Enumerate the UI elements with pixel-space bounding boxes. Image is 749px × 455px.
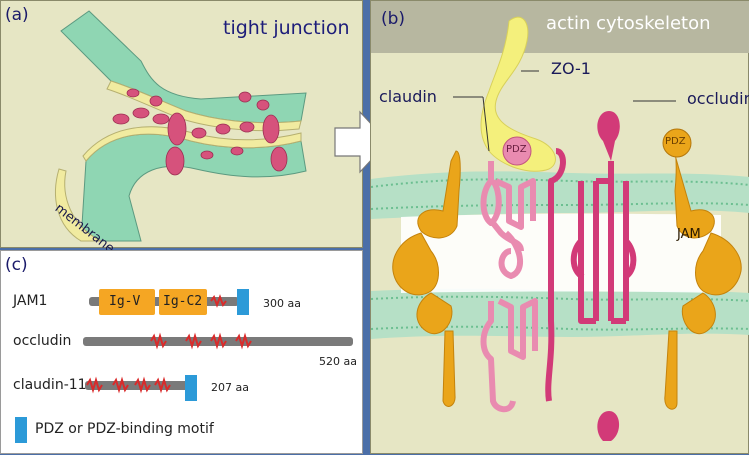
jam-left bbox=[392, 150, 461, 407]
pdz-right-domain bbox=[662, 128, 692, 158]
jam1-pdz-motif bbox=[237, 289, 249, 315]
lower-membrane-sheet bbox=[80, 133, 307, 242]
row-name-claudin11: claudin-11 bbox=[13, 377, 87, 393]
zo1-protein bbox=[480, 16, 556, 172]
jam-label: JAM bbox=[677, 227, 701, 242]
claudin11-motifs bbox=[86, 376, 171, 394]
jam-right bbox=[664, 139, 742, 410]
legend-label: PDZ or PDZ-binding motif bbox=[35, 421, 214, 437]
claudin-protein bbox=[480, 161, 538, 413]
zo1-label: ZO-1 bbox=[551, 59, 591, 78]
pdz-right-label: PDZ bbox=[665, 136, 686, 147]
domain-diagram bbox=[15, 289, 353, 443]
row-size-occludin: 520 aa bbox=[319, 355, 357, 368]
igv-label: Ig-V bbox=[109, 294, 141, 309]
jam1-igc2-domain bbox=[159, 289, 207, 315]
row-name-occludin: occludin bbox=[13, 333, 72, 349]
actin-label: actin cytoskeleton bbox=[546, 13, 711, 34]
upper-bilayer bbox=[371, 171, 749, 219]
tight-junction-title: tight junction bbox=[223, 17, 350, 39]
panel-b-label: (b) bbox=[381, 9, 406, 29]
occludin-head bbox=[597, 111, 620, 161]
actin-band bbox=[371, 1, 749, 53]
occludin-label: occludin bbox=[687, 89, 749, 108]
occludin-protein bbox=[545, 148, 637, 402]
claudin-label: claudin bbox=[379, 87, 437, 106]
row-name-jam1: JAM1 bbox=[13, 293, 48, 309]
row-size-jam1: 300 aa bbox=[263, 297, 301, 310]
panel-c-label: (c) bbox=[5, 255, 28, 275]
pdz-left-domain bbox=[502, 136, 532, 166]
occludin-tail bbox=[597, 411, 620, 441]
pdz-left-label: PDZ bbox=[506, 144, 527, 155]
junction-protein-illustration bbox=[371, 1, 749, 441]
panel-b-junction-proteins: (b) actin cytoskeleton ZO-1 claudin occl… bbox=[370, 0, 749, 454]
legend-pdz-swatch bbox=[15, 417, 27, 443]
panel-a-label: (a) bbox=[5, 5, 29, 25]
junction-strands bbox=[112, 88, 288, 176]
jam1-motif bbox=[210, 294, 227, 308]
jam1-igv-domain bbox=[99, 289, 155, 315]
panel-c-domain-structure: (c) JAM1 300 aa Ig-V Ig-C2 occludin 520 … bbox=[0, 250, 363, 454]
panel-a-tight-junction: (a) tight junction membrane bbox=[0, 0, 363, 257]
row-size-claudin11: 207 aa bbox=[211, 381, 249, 394]
upper-membrane-edge bbox=[106, 80, 302, 132]
claudin11-pdz-motif bbox=[185, 375, 197, 401]
occludin-motifs bbox=[150, 332, 252, 350]
tight-junction-illustration bbox=[54, 10, 307, 242]
membrane-curl bbox=[54, 168, 102, 242]
igc2-label: Ig-C2 bbox=[163, 294, 203, 309]
